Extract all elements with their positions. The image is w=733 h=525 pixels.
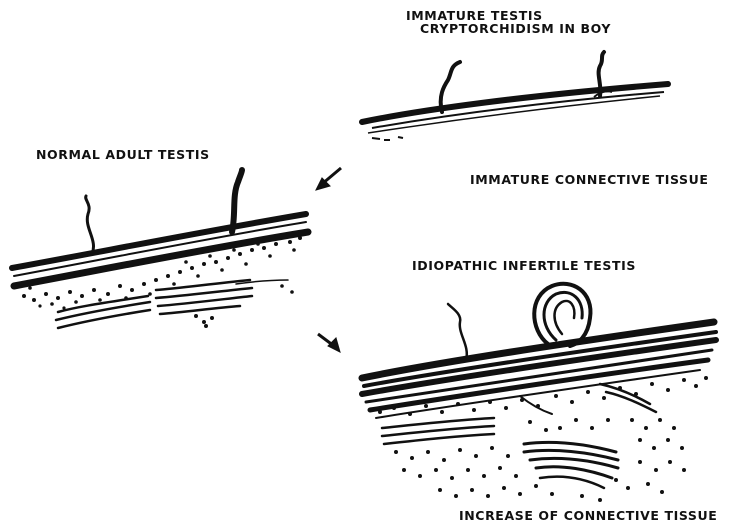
arrow-to-normal [316, 168, 341, 190]
arrow-to-infertile [318, 334, 340, 352]
immature-testis-drawing [362, 52, 668, 140]
infertile-testis-drawing [362, 284, 716, 488]
